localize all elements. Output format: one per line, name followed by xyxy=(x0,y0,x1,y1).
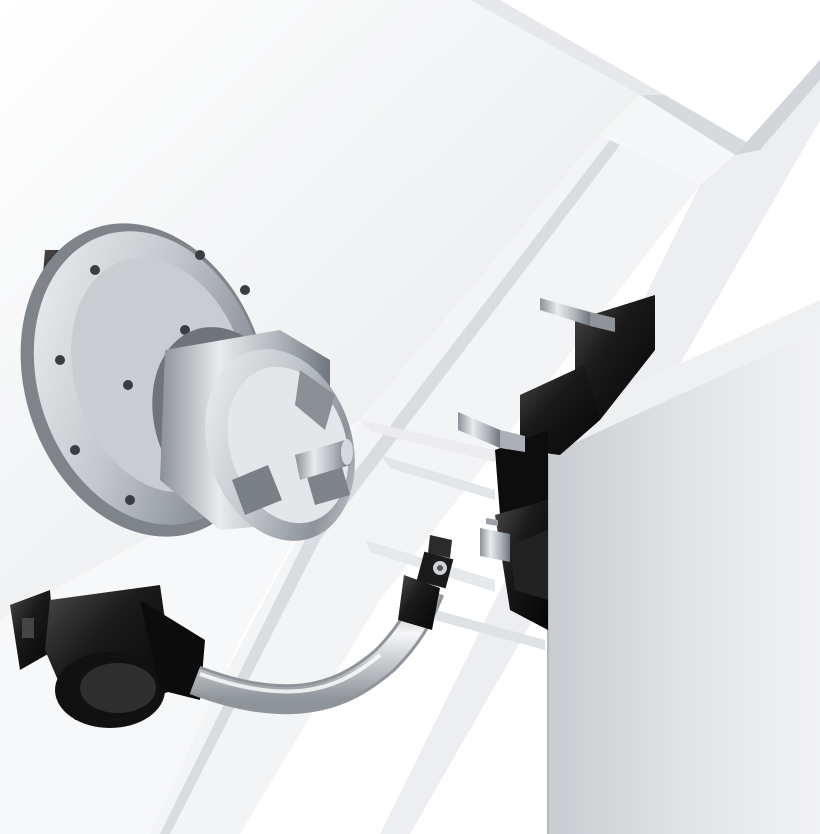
small-cutter-icon xyxy=(480,518,510,562)
tool-holders xyxy=(458,295,655,630)
lower-motor xyxy=(10,585,205,728)
turret-block xyxy=(547,300,820,834)
tool-motor-assembly xyxy=(10,535,454,728)
bar-stock xyxy=(295,439,353,480)
chuck-jaws xyxy=(232,370,350,515)
pipe-clamp xyxy=(398,535,454,630)
drill-icon xyxy=(458,412,525,452)
flange-bolts xyxy=(55,250,250,505)
end-mill-icon xyxy=(540,298,615,332)
spindle-chuck xyxy=(20,223,355,541)
